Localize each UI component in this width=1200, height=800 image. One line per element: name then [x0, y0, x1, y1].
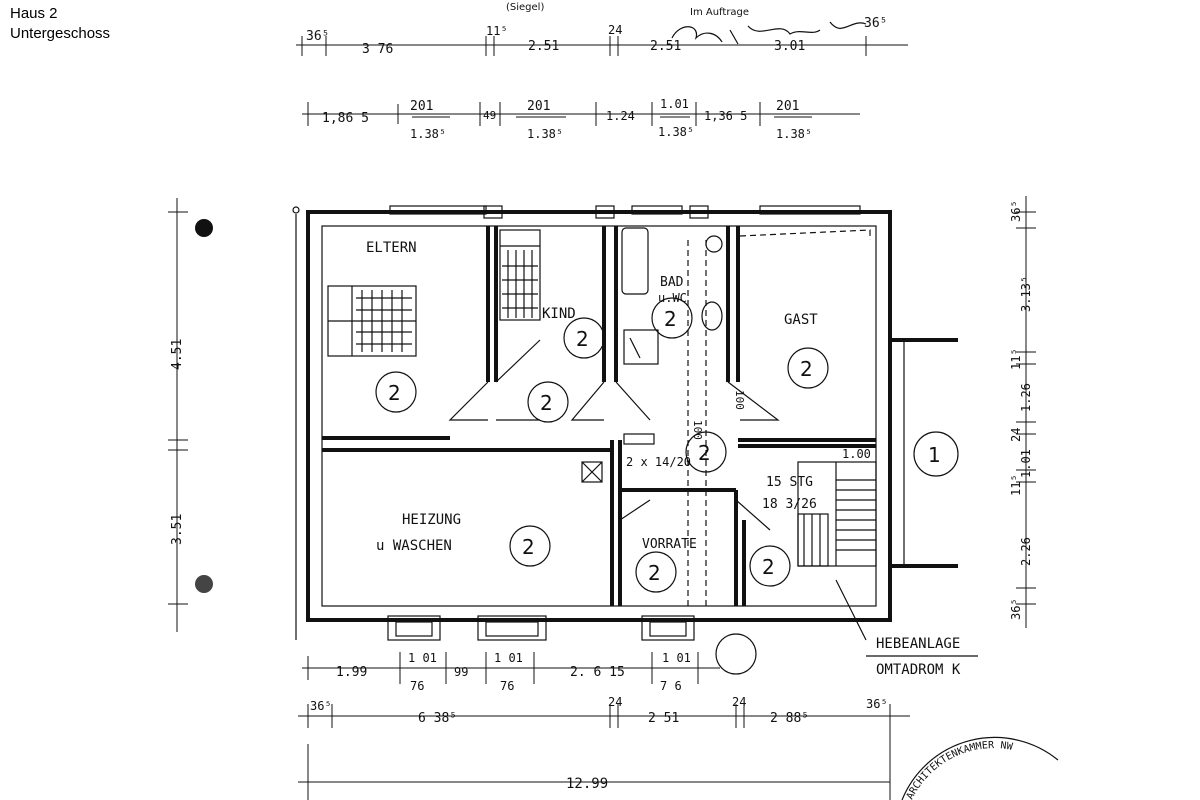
dim-bottom1-5: 76	[500, 679, 514, 693]
room-eltern: ELTERN	[366, 240, 417, 256]
duct	[581, 433, 655, 483]
dim-top2-4: 201	[527, 99, 550, 114]
dim-bottom1-4: 1 01	[494, 651, 523, 665]
dim-bottom2-6: 36⁵	[866, 697, 888, 711]
dim-top1-3: 2.51	[528, 39, 559, 54]
marker-kind: 2	[576, 327, 589, 351]
dim-bottom2-1: 6 38⁵	[418, 711, 457, 726]
dim-left-upper: 4.51	[170, 339, 185, 370]
right-dimensions: 36⁵ 3.13⁵ 11⁵ 1.26 24 1.01 11⁵ 2.26 36⁵	[1009, 196, 1036, 628]
auftrag-note: Im Auftrage	[690, 7, 749, 18]
dim-top2-5: 1.38⁵	[527, 127, 563, 141]
marker-heizung: 2	[522, 535, 535, 559]
dim-top2-8: 1.38⁵	[658, 125, 694, 139]
dim-right-1: 3.13⁵	[1019, 276, 1033, 312]
dim-bottom2-3: 2 51	[648, 711, 679, 726]
bottom-dimension-row-1: 1.99 1 01 76 99 1 01 76 2. 6 15 1 01 7 6	[302, 651, 720, 693]
left-dimensions: 4.51 3.51	[168, 198, 213, 632]
dim-top2-0: 1,86 5	[322, 111, 369, 126]
marker-stairs: 2	[762, 555, 775, 579]
room-bad: BAD	[660, 275, 684, 290]
room-kind: KIND	[542, 306, 576, 322]
marker-gast: 2	[800, 357, 813, 381]
bath-fixtures	[621, 227, 871, 610]
stairs-width: 1.00	[842, 447, 871, 461]
title-floor: Untergeschoss	[10, 25, 111, 42]
dim-bottom1-3: 99	[454, 665, 468, 679]
dim-top2-6: 1.24	[606, 109, 635, 123]
dim-top1-2: 11⁵	[486, 24, 508, 38]
room-heizung: HEIZUNG	[402, 512, 461, 528]
dim-top1-6: 3.01	[774, 39, 805, 54]
dim-bottom2-4: 24	[732, 695, 746, 709]
top-dimension-row-2: 1,86 5 201 1.38⁵ 49 201 1.38⁵ 1.24 1.01 …	[302, 97, 860, 141]
staircase	[797, 461, 877, 641]
marker-hall: 2	[698, 441, 711, 465]
dim-top2-10: 201	[776, 99, 799, 114]
marker-vorrate: 2	[648, 561, 661, 585]
title-house: Haus 2	[10, 5, 58, 22]
dim-top2-2: 1.38⁵	[410, 127, 446, 141]
dim-right-2: 11⁵	[1009, 348, 1023, 370]
dim-right-3: 1.26	[1019, 383, 1033, 412]
dim-bottom2-2: 24	[608, 695, 622, 709]
dim-right-7: 2.26	[1019, 537, 1033, 566]
stairs-count: 15 STG	[766, 475, 813, 490]
dim-top1-7: 36⁵	[864, 16, 887, 31]
dim-top2-3: 49	[483, 109, 496, 122]
room-waschen: u WASCHEN	[376, 538, 452, 554]
bottom-dimension-row-2: 36⁵ 6 38⁵ 24 2 51 24 2 88⁵ 36⁵	[298, 695, 910, 728]
dim-right-0: 36⁵	[1009, 200, 1023, 222]
dim-top2-1: 201	[410, 99, 433, 114]
room-vorrate: VORRATE	[642, 537, 697, 552]
dim-bottom1-6: 2. 6 15	[570, 665, 625, 680]
double-bed	[327, 285, 417, 357]
dim-top1-5: 2.51	[650, 39, 681, 54]
room-gast: GAST	[784, 312, 818, 328]
dim-top1-4: 24	[608, 23, 622, 37]
room-number-markers: 2 2 2 2 2 2 2 2 2 1	[375, 297, 959, 593]
dim-total: 12.99	[566, 776, 608, 792]
dim-top2-11: 1.38⁵	[776, 127, 812, 141]
top-dimension-row-1: 36⁵ 3 76 11⁵ 2.51 24 2.51 3.01 36⁵ (Sieg…	[296, 2, 908, 57]
dim-right-4: 24	[1009, 428, 1023, 442]
dim-bottom1-8: 7 6	[660, 679, 682, 693]
duct-size: 2 x 14/20	[626, 455, 691, 469]
bottom-total-dimension: 12.99	[298, 728, 891, 800]
hebeanlage-label: HEBEANLAGE	[876, 636, 960, 652]
single-bed	[499, 229, 541, 321]
marker-eltern: 2	[388, 381, 401, 405]
walls	[292, 205, 958, 675]
siegel-note: (Siegel)	[506, 2, 544, 13]
manhole	[715, 633, 757, 675]
duct-width-2: 100	[733, 390, 746, 410]
dim-bottom2-5: 2 88⁵	[770, 711, 809, 726]
dim-right-8: 36⁵	[1009, 598, 1023, 620]
dim-bottom1-0: 1.99	[336, 665, 367, 680]
dim-bottom1-1: 1 01	[408, 651, 437, 665]
dim-top1-0: 36⁵	[306, 29, 329, 44]
dim-top2-7: 1.01	[660, 97, 689, 111]
signature	[671, 21, 867, 45]
architect-stamp: ARCHITEKTENKAMMER NW	[901, 736, 1059, 800]
punch-hole-top	[195, 219, 213, 237]
dim-bottom1-7: 1 01	[662, 651, 691, 665]
dim-bottom1-2: 76	[410, 679, 424, 693]
omtadrom-label: OMTADROM K	[876, 662, 961, 678]
dim-left-lower: 3.51	[170, 514, 185, 545]
dim-bottom2-0: 36⁵	[310, 699, 332, 713]
dim-right-5: 1.01	[1019, 449, 1033, 478]
stairs-ratio: 18 3/26	[762, 497, 817, 512]
dim-right-6: 11⁵	[1009, 474, 1023, 496]
page-title: Haus 2 Untergeschoss	[10, 4, 110, 44]
marker-hall-left: 2	[540, 391, 553, 415]
punch-hole-bottom	[195, 575, 213, 593]
duct-width: 100	[691, 420, 704, 440]
marker-bad: 2	[664, 307, 677, 331]
dim-top1-1: 3 76	[362, 42, 393, 57]
dim-top2-9: 1,36 5	[704, 109, 747, 123]
marker-external: 1	[928, 443, 941, 467]
